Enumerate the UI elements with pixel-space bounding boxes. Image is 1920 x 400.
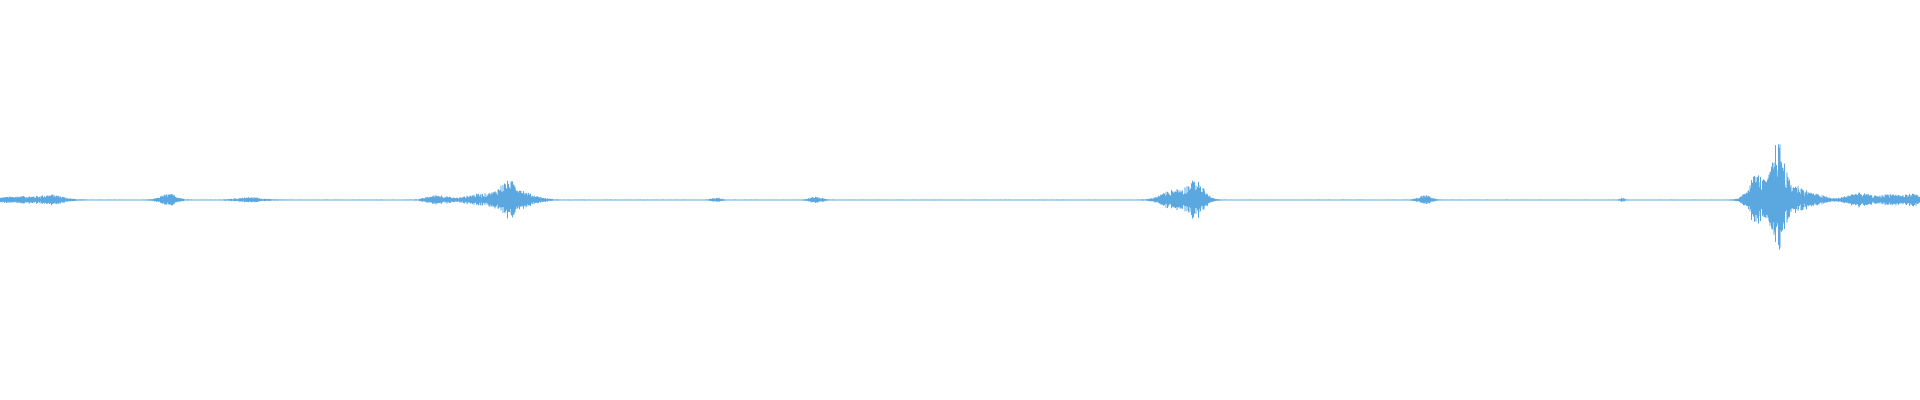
waveform-trace xyxy=(0,144,1920,250)
